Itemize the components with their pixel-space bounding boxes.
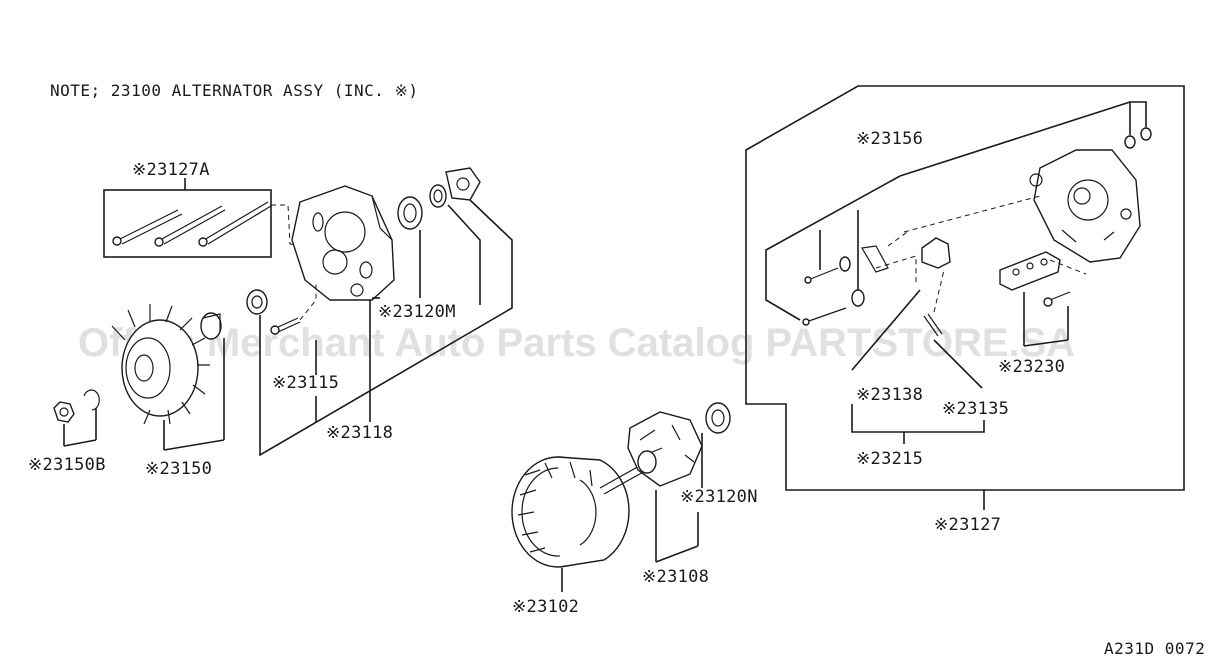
- label-23120M: ※23120M: [378, 302, 456, 322]
- label-23108: ※23108: [642, 567, 709, 587]
- regulator-screws: [802, 210, 865, 326]
- brush-part: [923, 269, 945, 337]
- diode-holder-part: [861, 229, 951, 282]
- label-23138: ※23138: [856, 385, 923, 405]
- label-23118: ※23118: [326, 423, 393, 443]
- label-23215: ※23215: [856, 449, 923, 469]
- rear-bearing-part: [705, 402, 731, 434]
- rear-cover-part: [1029, 149, 1141, 263]
- label-23156: ※23156: [856, 129, 923, 149]
- rear-cover-nuts: [899, 101, 1152, 177]
- label-23115: ※23115: [272, 373, 339, 393]
- label-23120N: ※23120N: [680, 487, 758, 507]
- retainer-parts: [259, 167, 513, 457]
- label-23150: ※23150: [145, 459, 212, 479]
- rotor-part: [599, 411, 703, 495]
- rear-bracket-assy-frame: [745, 85, 1185, 491]
- spacer-part: [246, 289, 268, 315]
- screw-part: [270, 282, 317, 375]
- diagram-code: A231D 0072: [1104, 639, 1205, 658]
- front-bracket-part: [291, 185, 395, 301]
- assembly-note: NOTE; 23100 ALTERNATOR ASSY (INC. ※): [50, 81, 419, 100]
- label-23102: ※23102: [512, 597, 579, 617]
- label-23150B: ※23150B: [28, 455, 106, 475]
- label-23127A: ※23127A: [132, 160, 210, 180]
- pulley-nut-part: [53, 389, 100, 423]
- stator-part: [511, 456, 630, 568]
- pulley-fan-part: [111, 304, 222, 425]
- label-23135: ※23135: [942, 399, 1009, 419]
- watermark: Offers Merchant Auto Parts Catalog PARTS…: [78, 321, 1075, 365]
- regulator-part: [999, 251, 1087, 307]
- label-23230: ※23230: [998, 357, 1065, 377]
- through-bolts-group: [103, 178, 309, 258]
- label-23127: ※23127: [934, 515, 1001, 535]
- front-bearing-part: [397, 196, 423, 298]
